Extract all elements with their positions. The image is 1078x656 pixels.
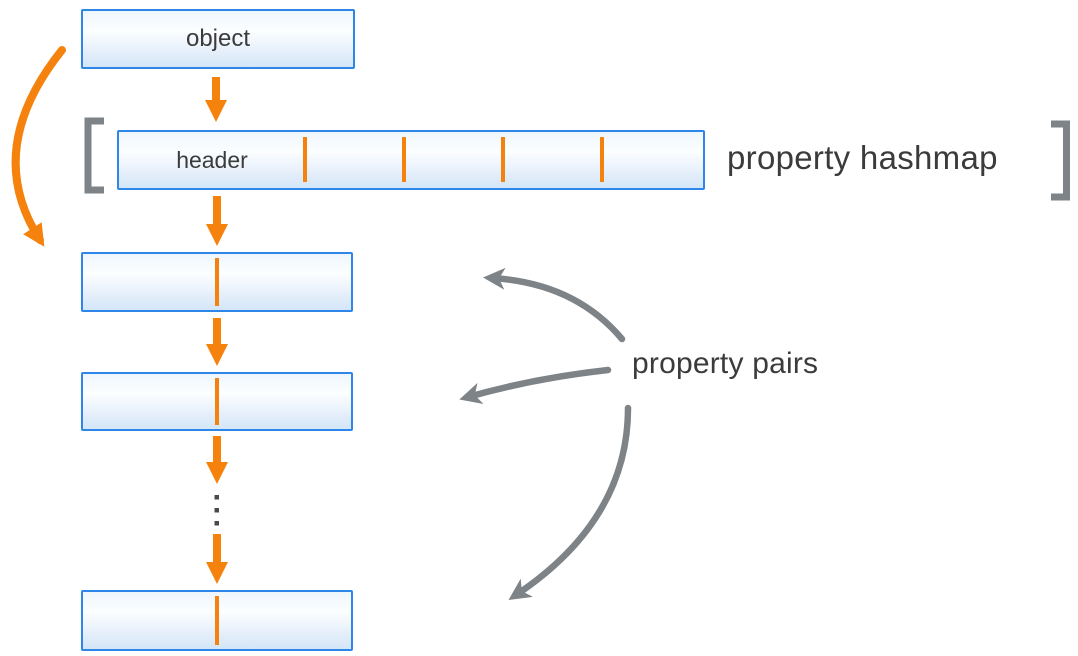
hashmap-header-cell-label: header bbox=[176, 146, 248, 173]
hashmap-slot-divider bbox=[600, 137, 604, 182]
arrow-object-to-pair1-curved bbox=[11, 46, 66, 247]
arrow-pairs-label-to-pair2 bbox=[459, 366, 612, 405]
arrow-pairs-label-to-pair3 bbox=[508, 404, 632, 601]
property-pairs-caption: property pairs bbox=[632, 347, 819, 380]
property-pair-box-2 bbox=[81, 372, 353, 431]
object-box-label: object bbox=[185, 25, 251, 52]
pair-divider bbox=[215, 258, 219, 306]
ellipsis-dots bbox=[214, 495, 219, 526]
property-hashmap-caption: property hashmap bbox=[727, 139, 998, 176]
pair-divider bbox=[215, 378, 219, 425]
bracket-right bbox=[1051, 120, 1070, 201]
arrow-pairs-label-to-pair1 bbox=[483, 267, 626, 343]
pair-divider bbox=[215, 596, 219, 645]
property-pair-box-1 bbox=[81, 252, 353, 312]
property-hashmap-box: header bbox=[117, 130, 705, 190]
bracket-left bbox=[84, 117, 104, 194]
property-pair-box-3 bbox=[81, 590, 353, 651]
hashmap-slot-divider bbox=[402, 137, 406, 182]
object-box: object bbox=[81, 9, 355, 69]
hashmap-slot-divider bbox=[501, 137, 505, 182]
hashmap-slot-divider bbox=[303, 137, 307, 182]
